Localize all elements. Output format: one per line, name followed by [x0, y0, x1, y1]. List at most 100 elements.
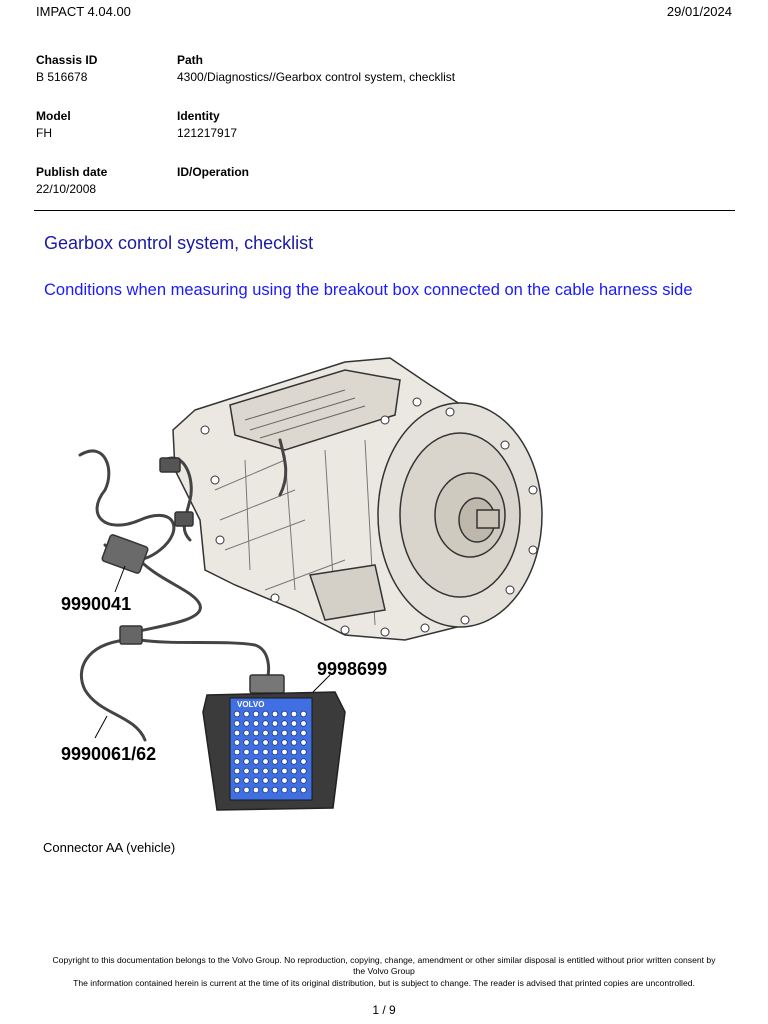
breakout-pin: [271, 748, 279, 756]
breakout-pin: [281, 729, 288, 737]
breakout-pin: [271, 767, 279, 775]
breakout-pin: [281, 777, 288, 784]
breakout-box: VOLVO: [202, 691, 346, 811]
breakout-pin: [243, 720, 250, 727]
breakout-pin: [281, 710, 288, 718]
breakout-pin: [243, 786, 250, 794]
breakout-pin: [252, 786, 260, 794]
breakout-pin: [233, 758, 241, 765]
breakout-pin: [262, 720, 269, 727]
breakout-pin: [243, 767, 250, 775]
breakout-pin: [233, 710, 241, 718]
page-number: 1 / 9: [372, 1003, 396, 1017]
breakout-pin: [271, 739, 279, 746]
label-breakout-box-9998699: 9998699: [317, 659, 387, 679]
breakout-pin: [262, 767, 269, 775]
breakout-pin: [271, 758, 279, 765]
breakout-pin: [271, 720, 279, 727]
breakout-pin: [300, 786, 307, 794]
breakout-pin: [233, 739, 241, 746]
breakout-pin: [300, 739, 307, 746]
path-value: 4300/Diagnostics//Gearbox control system…: [177, 70, 456, 84]
breakout-pin: [262, 739, 269, 746]
chassis-id-value: B 516678: [36, 70, 88, 84]
label-cable-9990061-62: 9990061/62: [61, 744, 156, 764]
breakout-pin: [290, 777, 298, 784]
breakout-pin: [281, 786, 288, 794]
breakout-pin: [262, 748, 269, 756]
breakout-pin: [233, 748, 241, 756]
print-date: 29/01/2024: [666, 4, 732, 19]
breakout-pin: [271, 729, 279, 737]
breakout-pin: [233, 720, 241, 727]
breakout-pin: [252, 710, 260, 718]
model-label: Model: [36, 109, 71, 123]
breakout-pin: [300, 748, 307, 756]
breakout-pin: [252, 758, 260, 765]
copyright-line-1: Copyright to this documentation belongs …: [52, 955, 716, 965]
breakout-pin: [262, 729, 269, 737]
breakout-pin: [300, 777, 307, 784]
breakout-pin: [243, 758, 250, 765]
model-value: FH: [36, 126, 52, 140]
breakout-pin: [271, 786, 279, 794]
breakout-pin: [281, 720, 288, 727]
breakout-pin: [281, 739, 288, 746]
breakout-pin: [252, 748, 260, 756]
breakout-pin: [300, 710, 307, 718]
breakout-pin: [290, 758, 298, 765]
identity-label: Identity: [177, 109, 220, 123]
breakout-pin: [300, 729, 307, 737]
breakout-pin: [281, 767, 288, 775]
breakout-pin: [290, 720, 298, 727]
figure-caption: Connector AA (vehicle): [43, 840, 176, 855]
breakout-pin: [243, 739, 250, 746]
breakout-pin: [252, 777, 260, 784]
breakout-pin: [281, 758, 288, 765]
id-operation-label: ID/Operation: [177, 165, 250, 179]
breakout-pin: [290, 729, 298, 737]
breakout-pin: [290, 739, 298, 746]
cable-connectors: [101, 457, 285, 694]
breakout-pin: [271, 777, 279, 784]
breakout-pin: [233, 777, 241, 784]
disclaimer: The information contained herein is curr…: [73, 978, 695, 988]
breakout-pin: [290, 767, 298, 775]
copyright-line-2: the Volvo Group: [353, 966, 415, 976]
path-label: Path: [177, 53, 204, 67]
breakout-pin: [243, 710, 250, 718]
breakout-pin: [262, 710, 269, 718]
identity-value: 121217917: [177, 126, 238, 140]
app-version: IMPACT 4.04.00: [36, 4, 131, 19]
breakout-pin: [262, 786, 269, 794]
section-subtitle: Conditions when measuring using the brea…: [44, 281, 693, 299]
breakout-pin: [243, 777, 250, 784]
page-title: Gearbox control system, checklist: [44, 233, 314, 253]
breakout-pin: [252, 739, 260, 746]
breakout-pin: [233, 786, 241, 794]
breakout-pin: [300, 758, 307, 765]
breakout-box-brand: VOLVO: [237, 700, 264, 709]
breakout-pin: [233, 729, 241, 737]
breakout-pin: [252, 767, 260, 775]
breakout-pin: [252, 720, 260, 727]
breakout-pin: [262, 777, 269, 784]
breakout-pin: [290, 748, 298, 756]
breakout-pin: [300, 767, 307, 775]
breakout-pin: [290, 710, 298, 718]
breakout-pin: [281, 748, 288, 756]
gearbox-breakout-illustration: VOLVO 9990041 9998699 9990061/62: [61, 357, 543, 811]
breakout-pin: [290, 786, 298, 794]
gearbox-drawing: [172, 357, 543, 641]
publish-date-label: Publish date: [36, 165, 108, 179]
breakout-pin: [262, 758, 269, 765]
housing-bolts: [200, 397, 538, 637]
breakout-pin: [243, 748, 250, 756]
breakout-pin: [271, 710, 279, 718]
label-cable-9990041: 9990041: [61, 594, 131, 614]
header-divider: [34, 210, 735, 211]
breakout-pin: [300, 720, 307, 727]
chassis-id-label: Chassis ID: [36, 53, 98, 67]
breakout-pin: [243, 729, 250, 737]
breakout-pin: [233, 767, 241, 775]
